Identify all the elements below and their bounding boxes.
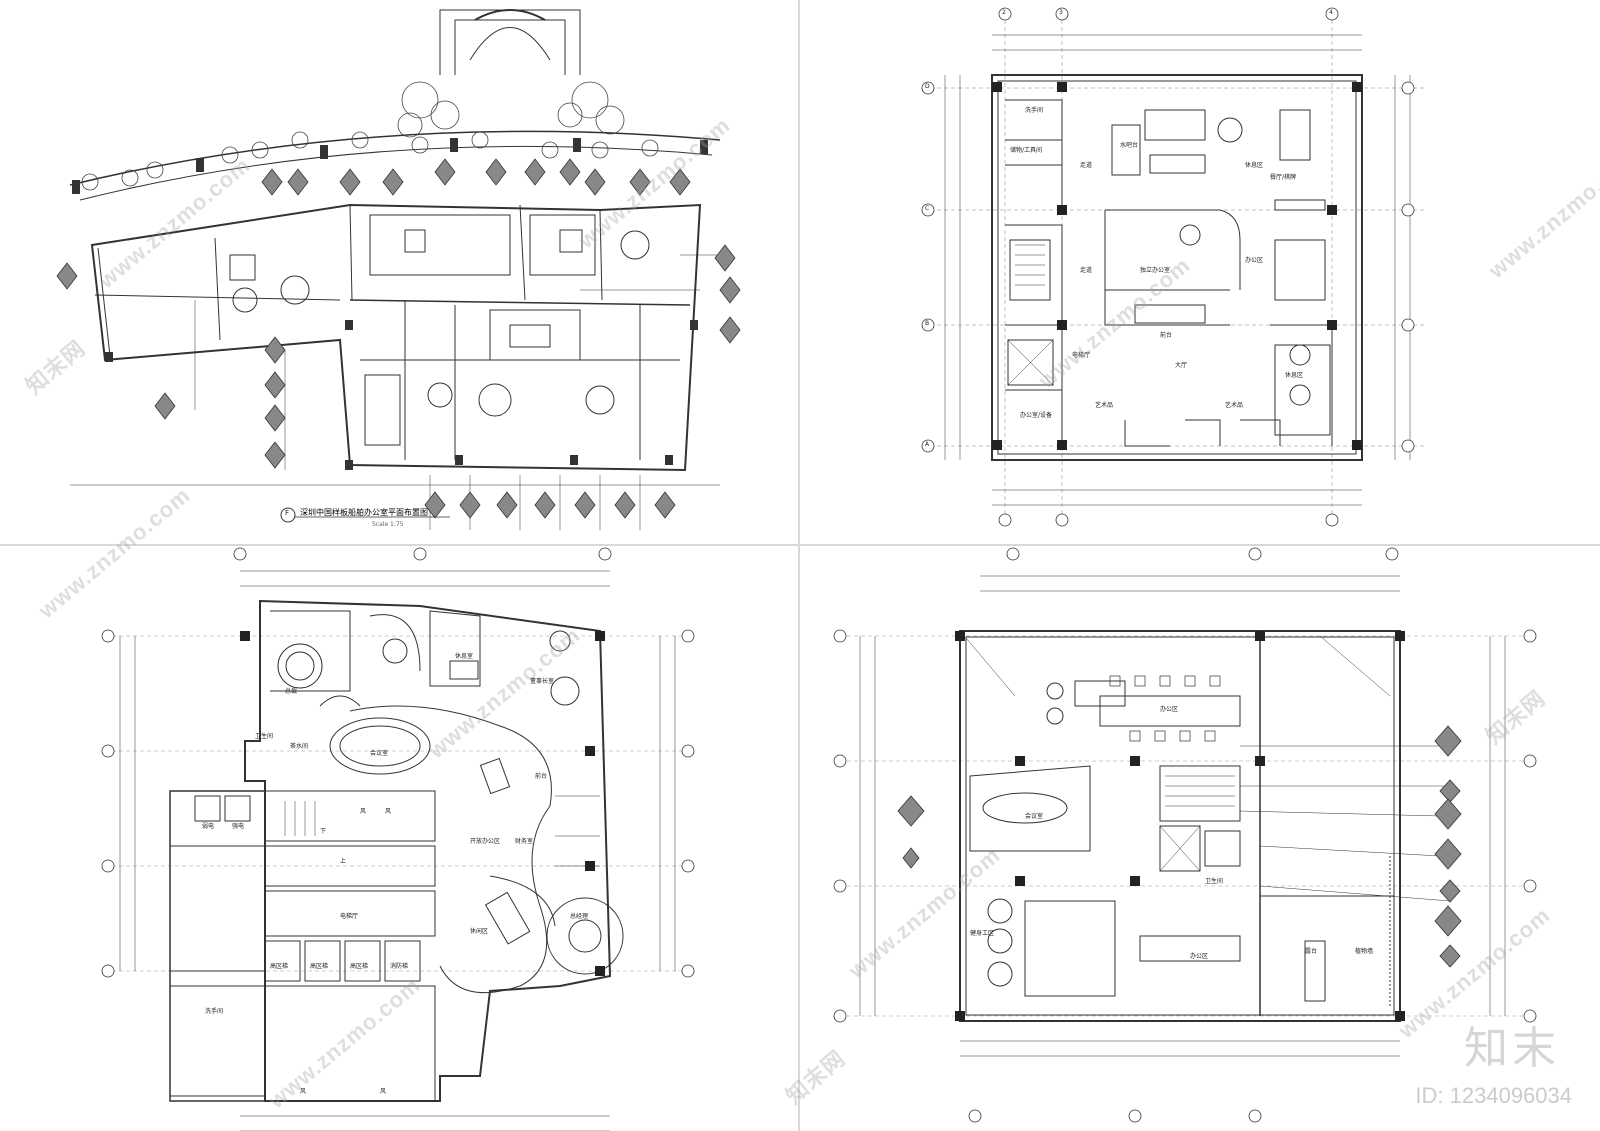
room-label: 前台 [535,773,548,780]
panel-1-marker: F [285,509,290,517]
brand-logo-text: 知末 [1464,1023,1560,1074]
grid-side-b: B [925,320,930,327]
room-label: 办公室/设备 [1020,412,1053,419]
floor-plan-panel-4[interactable]: 办公区 会议室 卫生间 健身工区 办公区 露台 植物墙 [800,546,1600,1131]
room-label: 独立办公室 [1140,267,1171,274]
room-label: 休息室 [455,653,474,660]
room-label: 风 [380,1088,387,1095]
panel-divider-vertical [798,0,800,1131]
room-label: 洗手间 [1025,107,1044,114]
grid-top-4: 4 [1329,9,1333,16]
room-label: 会议室 [1025,813,1044,820]
room-label: 强电 [232,823,245,830]
room-label: 风 [385,808,392,815]
room-label: 电梯厅 [340,913,359,920]
room-label: 总裁 [285,688,298,695]
room-label: 总经理 [570,913,589,920]
grid-side-a: A [925,441,930,448]
floor-plan-drawing-2 [921,7,1425,527]
room-label: 茶水间 [290,743,309,750]
room-label: 下 [320,828,327,835]
room-label: 艺术品 [1225,402,1244,409]
room-label: 储物/工具间 [1010,147,1043,154]
room-label: 上 [340,858,347,865]
room-label: 电梯厅 [1072,352,1091,359]
room-label: 卫生间 [1205,878,1224,885]
room-label: 开放办公区 [470,838,501,845]
grid-top-3: 3 [1059,9,1063,16]
room-label: 前台 [1160,332,1173,339]
floor-plan-panel-2[interactable]: 2 3 4 D C B A 洗手间 储物/工具间 水吧台 休息区 餐厅/棋牌 独… [800,0,1600,544]
room-label: 休息区 [1245,162,1264,169]
room-label: 走道 [1080,162,1093,169]
room-label: 餐厅/棋牌 [1270,174,1297,181]
room-label: 大厅 [1175,362,1188,369]
room-label: 办公区 [1190,953,1209,960]
room-label: 董事长室 [530,678,555,685]
panel-1-scale: Scale 1:75 [372,521,404,528]
room-label: 走道 [1080,267,1093,274]
grid-side-d: D [925,83,930,90]
grid-top-2: 2 [1002,9,1006,16]
floor-plan-panel-1[interactable]: F 深圳中国样板船舶办公室平面布置图 Scale 1:75 [0,0,798,544]
room-label: 健身工区 [970,930,995,937]
room-label: 卫生间 [255,733,274,740]
room-label: 休闲区 [470,928,489,935]
room-label: 高区梯 [270,963,289,970]
room-label: 消防梯 [390,963,409,970]
room-label: 财务室 [515,838,534,845]
room-label: 办公区 [1245,257,1264,264]
room-label: 风 [360,808,367,815]
room-label: 休息区 [1285,372,1304,379]
asset-id: ID: 1234096034 [1415,1083,1572,1108]
room-label: 植物墙 [1355,948,1374,955]
grid-side-c: C [925,205,930,212]
room-label: 会议室 [370,750,389,757]
floor-plan-panel-3[interactable]: 会议室 总裁 休息室 董事长室 卫生间 茶水间 开放办公区 财务室 前台 休闲区… [0,546,798,1131]
room-label: 高区梯 [310,963,329,970]
floor-plan-drawing-1 [56,9,741,530]
room-label: 洗手间 [205,1008,224,1015]
floor-plan-drawing-3 [101,547,695,1131]
floor-plan-drawing-4 [833,547,1537,1123]
room-label: 露台 [1305,948,1318,955]
panel-1-title: 深圳中国样板船舶办公室平面布置图 [300,508,428,517]
room-label: 风 [300,1088,307,1095]
room-label: 水吧台 [1120,142,1139,149]
panel-divider-horizontal [0,544,1600,546]
room-label: 高区梯 [350,963,369,970]
room-label: 艺术品 [1095,402,1114,409]
room-label: 弱电 [202,823,215,830]
room-label: 办公区 [1160,706,1179,713]
